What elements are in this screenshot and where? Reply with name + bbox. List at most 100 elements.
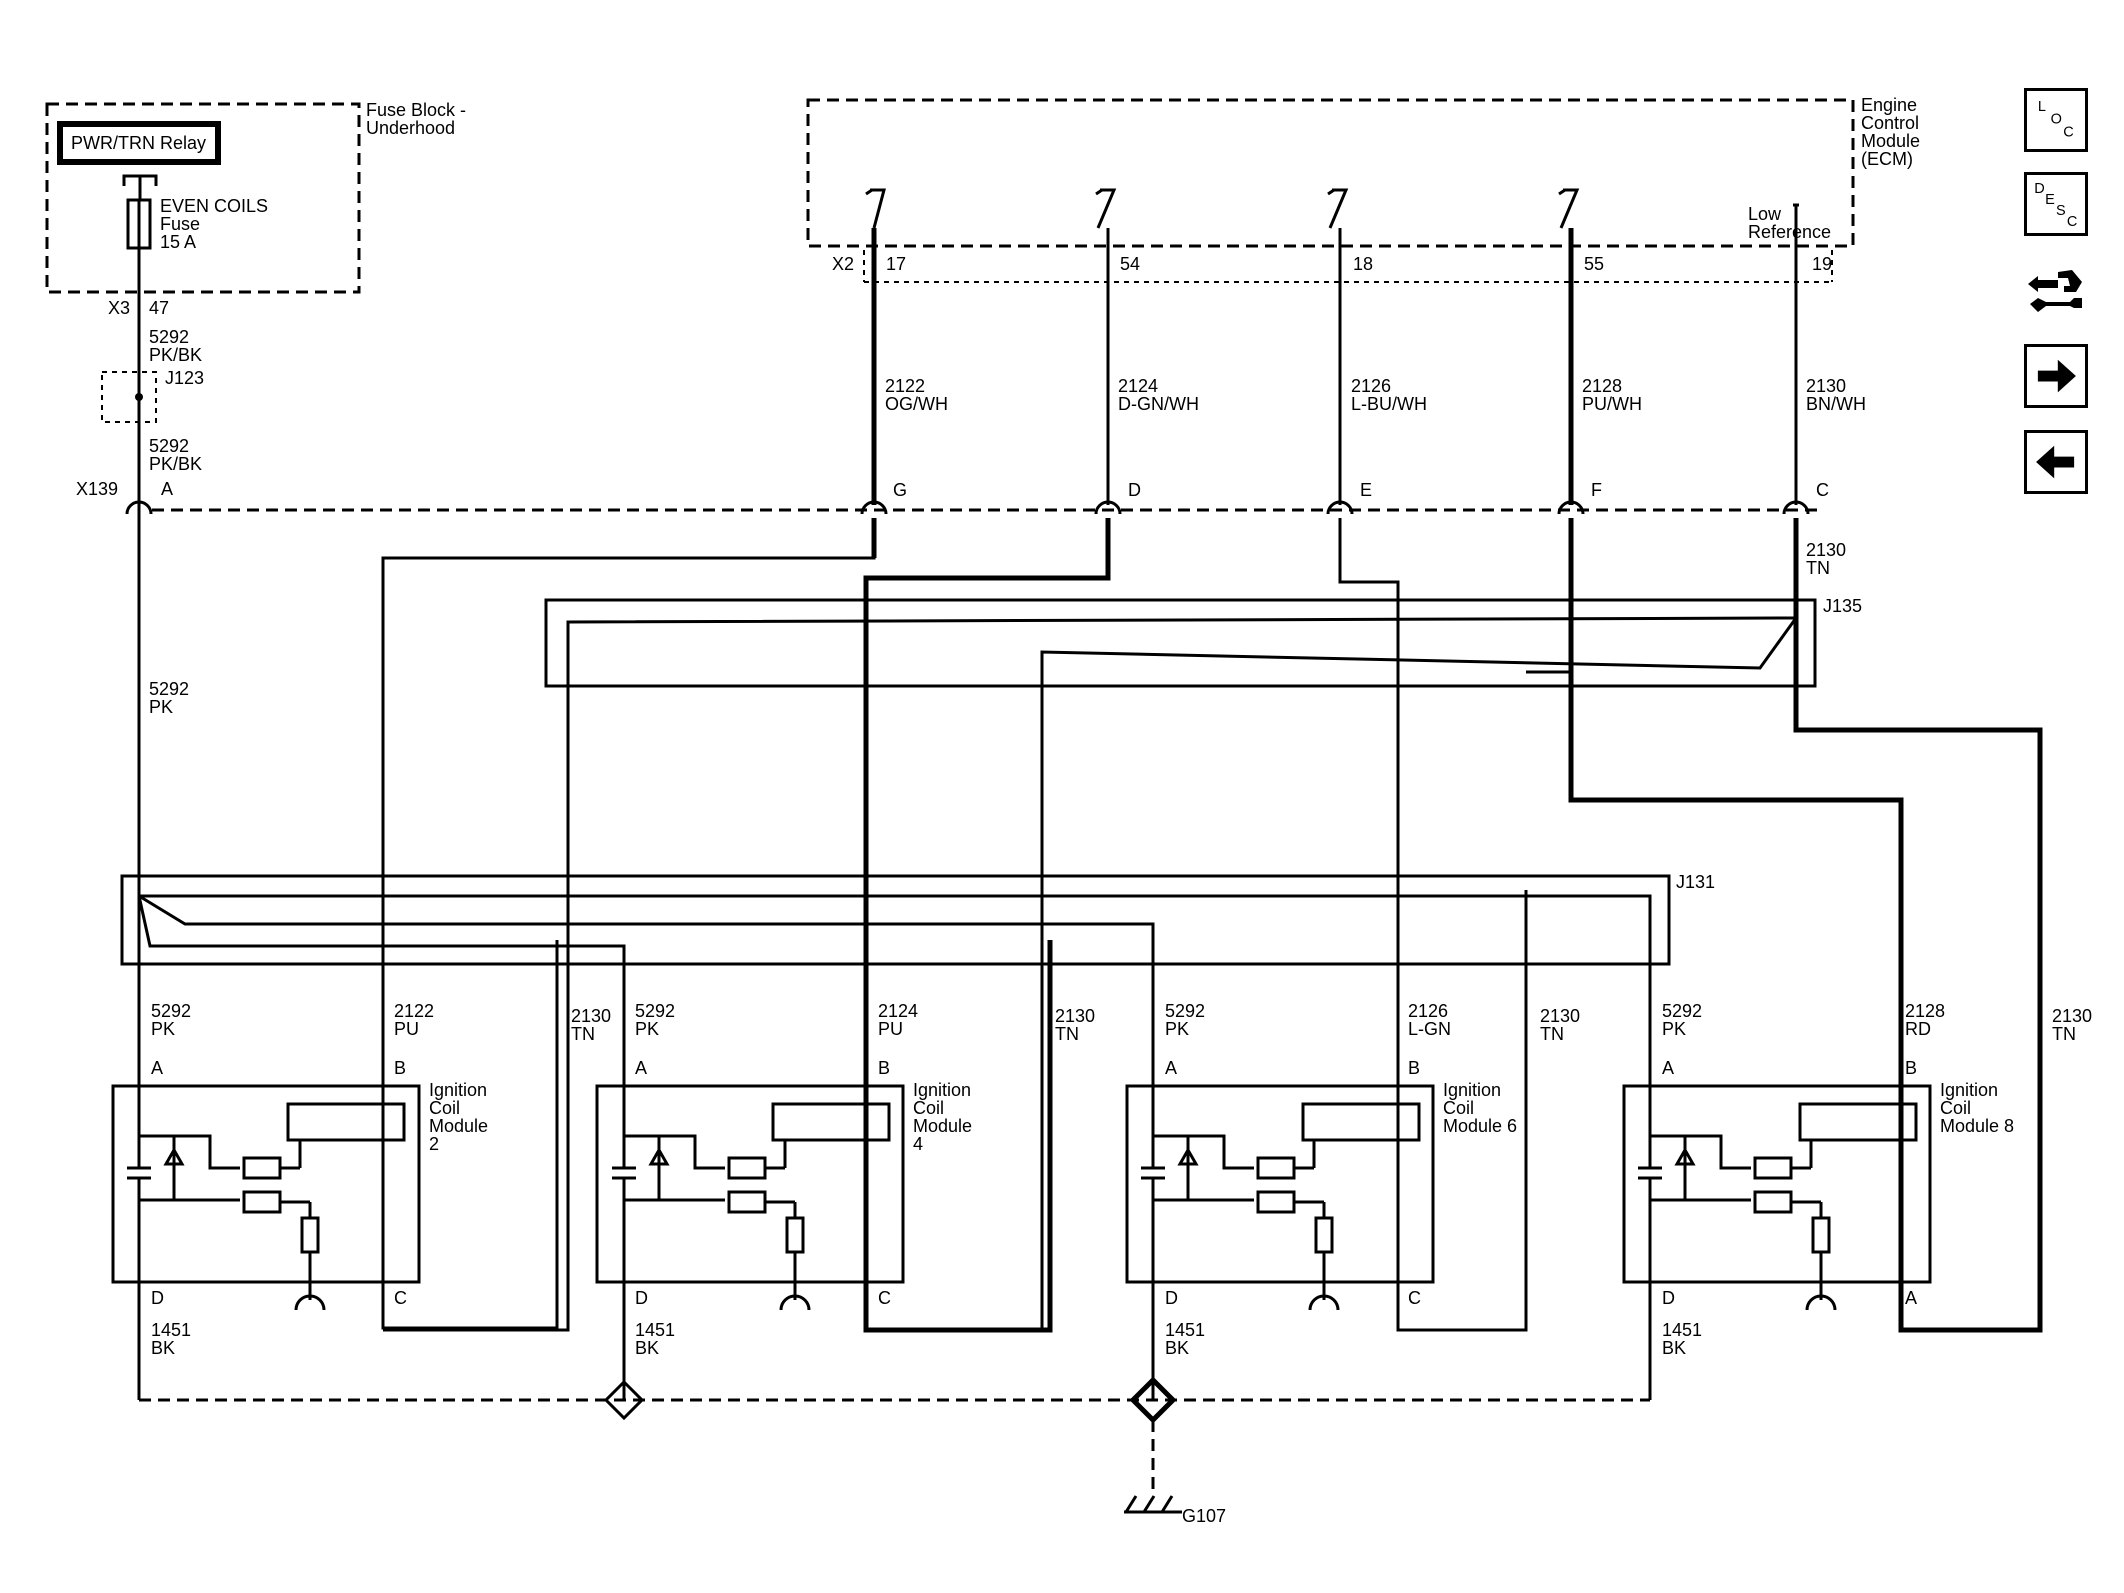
coil2-pin-b: B [394, 1058, 406, 1078]
inline-connector-x139: G D E F C 2130 TN [125, 480, 1846, 578]
connector-tool-button[interactable] [2024, 258, 2088, 322]
coil-module-6: Ignition Coil Module 6 5292 PK 2126 L-GN… [1125, 1001, 1580, 1400]
coil8-gnd-color: BK [1662, 1338, 1686, 1358]
svg-text:C: C [2063, 124, 2073, 140]
coil8-pin-b: B [1905, 1058, 1917, 1078]
coil6-sig-color: L-GN [1408, 1019, 1451, 1039]
coil6-pwr-color: PK [1165, 1019, 1189, 1039]
wire-2122-circuit: 2122 [885, 376, 925, 396]
coil6-pwr-circuit: 5292 [1165, 1001, 1205, 1021]
coil2-pin-d: D [151, 1288, 164, 1308]
j123-label: J123 [165, 368, 204, 388]
coil8-name1: Ignition [1940, 1080, 1998, 1100]
wire-2126-circuit: 2126 [1351, 376, 1391, 396]
coil2-sig-circuit: 2122 [394, 1001, 434, 1021]
coil6-ref-circuit: 2130 [1540, 1006, 1580, 1026]
x139-pin-f: F [1591, 480, 1602, 500]
coil4-pwr-color: PK [635, 1019, 659, 1039]
feed-color-a: PK/BK [149, 345, 202, 365]
coil8-pin-c: A [1905, 1288, 1917, 1308]
coil4-name1: Ignition [913, 1080, 971, 1100]
coil6-gnd-color: BK [1165, 1338, 1189, 1358]
coil2-name3: Module [429, 1116, 488, 1136]
coil2-name4: 2 [429, 1134, 439, 1154]
coil4-name2: Coil [913, 1098, 944, 1118]
coil-module-4: Ignition Coil Module 4 5292 PK 2124 PU 2… [595, 1001, 1095, 1400]
j131-label: J131 [1676, 872, 1715, 892]
coil8-pin-d: D [1662, 1288, 1675, 1308]
coil4-gnd-circuit: 1451 [635, 1320, 675, 1340]
ground-label: G107 [1182, 1506, 1226, 1526]
svg-text:L: L [2038, 99, 2046, 115]
coil8-pwr-circuit: 5292 [1662, 1001, 1702, 1021]
coil4-pin-a: A [635, 1058, 647, 1078]
coil8-name2: Coil [1940, 1098, 1971, 1118]
wire-2124-color: D-GN/WH [1118, 394, 1199, 414]
j135-label: J135 [1823, 596, 1862, 616]
x139-pin: A [161, 479, 173, 499]
ecm-pin-17: 17 [886, 254, 906, 274]
ground-symbol [1124, 1495, 1182, 1514]
coil2-gnd-circuit: 1451 [151, 1320, 191, 1340]
description-button[interactable]: D E S C [2024, 172, 2088, 236]
coil8-ref-circuit: 2130 [2052, 1006, 2092, 1026]
j135-splice-box [544, 598, 1817, 688]
coil6-pin-a: A [1165, 1058, 1177, 1078]
coil4-pin-b: B [878, 1058, 890, 1078]
ecm-title-3: Module [1861, 131, 1920, 151]
arrow-left-icon [2036, 445, 2075, 479]
wire-2130-circuit: 2130 [1806, 376, 1846, 396]
power-feed: X3 47 5292 PK/BK J123 5292 PK/BK X139 A … [76, 248, 204, 896]
connector-tool-icon [2028, 270, 2082, 312]
svg-text:E: E [2045, 192, 2055, 208]
fuse-word: Fuse [160, 214, 200, 234]
fuse-block: Fuse Block - Underhood PWR/TRN Relay EVE… [45, 100, 466, 294]
feed-color-c: PK [149, 697, 173, 717]
coil6-ref-color: TN [1540, 1024, 1564, 1044]
coil2-pin-a: A [151, 1058, 163, 1078]
coil2-name1: Ignition [429, 1080, 487, 1100]
feed-circuit-b: 5292 [149, 436, 189, 456]
x139-connector: X139 [76, 479, 118, 499]
coil6-pin-b: B [1408, 1058, 1420, 1078]
coil8-pwr-color: PK [1662, 1019, 1686, 1039]
coil2-sig-color: PU [394, 1019, 419, 1039]
coil6-gnd-circuit: 1451 [1165, 1320, 1205, 1340]
coil8-pin-a: A [1662, 1058, 1674, 1078]
coil6-pin-d: D [1165, 1288, 1178, 1308]
wire-2122-color: OG/WH [885, 394, 948, 414]
ecm-pin-19: 19 [1812, 254, 1832, 274]
low-ref-label-2: Reference [1748, 222, 1831, 242]
low-ref-label-1: Low [1748, 204, 1782, 224]
arrow-right-icon [2037, 359, 2076, 393]
previous-page-button[interactable] [2024, 430, 2088, 494]
svg-text:S: S [2056, 203, 2066, 219]
next-page-button[interactable] [2024, 344, 2088, 408]
location-button[interactable]: L O C [2024, 88, 2088, 152]
fuse-block-subtitle: Underhood [366, 118, 455, 138]
desc-icon: D E S C [2034, 181, 2077, 230]
wire-2128-circuit: 2128 [1582, 376, 1622, 396]
ref-wire-color: TN [1806, 558, 1830, 578]
svg-text:D: D [2034, 181, 2044, 197]
coil8-ref-color: TN [2052, 1024, 2076, 1044]
coil2-pwr-color: PK [151, 1019, 175, 1039]
ecm-title-2: Control [1861, 113, 1919, 133]
coil6-sig-circuit: 2126 [1408, 1001, 1448, 1021]
ecm-title-1: Engine [1861, 95, 1917, 115]
ground-circuit: G107 [139, 1376, 1650, 1526]
feed-color-b: PK/BK [149, 454, 202, 474]
coil2-pwr-circuit: 5292 [151, 1001, 191, 1021]
ecm-output-wires: 2122 OG/WH 2124 D-GN/WH 2126 L-BU/WH 212… [871, 205, 1866, 505]
x139-pin-d: D [1128, 480, 1141, 500]
fuse-name: EVEN COILS [160, 196, 268, 216]
j131-splice-box [120, 874, 1671, 966]
coil4-gnd-color: BK [635, 1338, 659, 1358]
x139-pin-e: E [1360, 480, 1372, 500]
ecm-module: Engine Control Module (ECM) Low Referenc… [806, 95, 1920, 283]
fuse-block-title: Fuse Block - [366, 100, 466, 120]
loc-icon: L O C [2038, 99, 2074, 140]
coil-module-2: Ignition Coil Module 2 5292 PK 2122 PU 2… [111, 1001, 611, 1400]
coil4-name4: 4 [913, 1134, 923, 1154]
wire-2128-color: PU/WH [1582, 394, 1642, 414]
